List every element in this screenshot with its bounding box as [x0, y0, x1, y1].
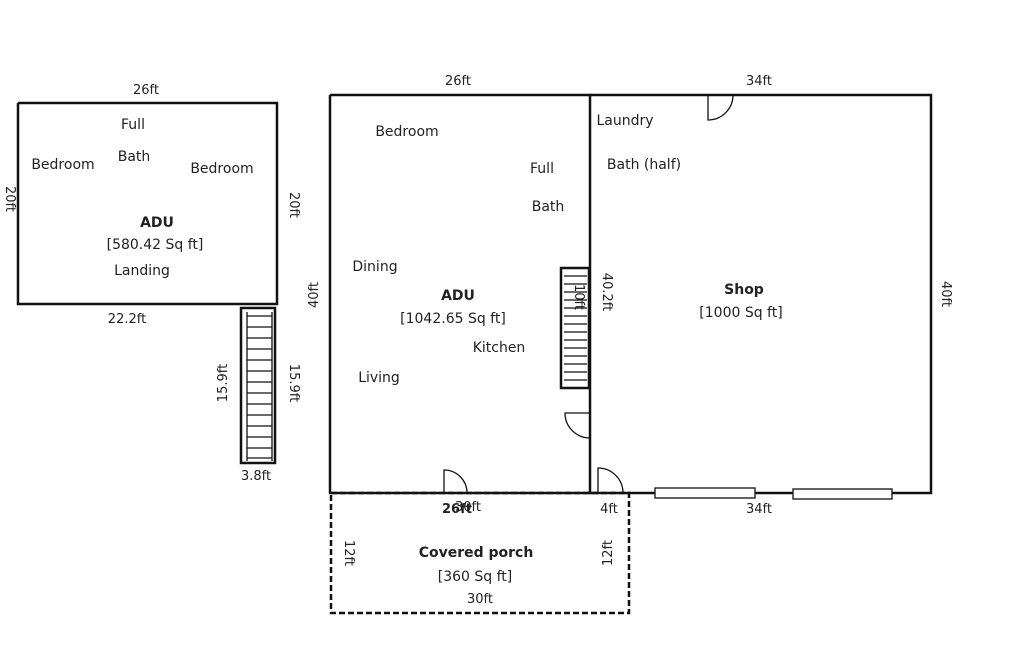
interior-stair — [559, 266, 591, 390]
upper-adu-title: ADU — [140, 215, 174, 231]
stair-dim-right: 15.9ft — [286, 364, 301, 402]
interior-stair-treads — [564, 275, 587, 381]
covered-porch: 30ft 26ft 12ft 12ft Covered porch [360 S… — [329, 491, 631, 615]
shop-dim-bottom: 34ft — [746, 502, 772, 517]
shop-door-right — [792, 488, 893, 500]
porch-outline — [329, 491, 631, 615]
shop-dim-door-gap: 4ft — [600, 502, 618, 517]
exterior-stair — [239, 306, 277, 465]
room-label-laundry: Laundry — [596, 113, 653, 129]
room-label-bedroom-right: Bedroom — [190, 161, 253, 177]
shop-walls — [590, 93, 933, 495]
upper-adu: 26ft 20ft 20ft 22.2ft 15.9ft 15.9ft 3.8f… — [2, 83, 301, 484]
porch-title: Covered porch — [419, 545, 534, 561]
upper-adu-dim-bottom: 22.2ft — [108, 312, 146, 327]
upper-adu-dim-left: 20ft — [2, 186, 17, 212]
room-label-landing: Landing — [114, 263, 170, 279]
stair-dim-bottom: 3.8ft — [241, 469, 271, 484]
porch-area: [360 Sq ft] — [438, 569, 513, 585]
shop-door-left — [654, 487, 756, 499]
main-adu-area: [1042.65 Sq ft] — [400, 311, 506, 327]
room-label-full-bath-1: Full — [530, 161, 554, 177]
porch-dim-bottom: 30ft — [467, 592, 493, 607]
room-label-bath: Bath — [118, 149, 151, 165]
room-label-living: Living — [358, 370, 400, 386]
door-swing-laundry — [707, 94, 734, 121]
room-label-kitchen: Kitchen — [473, 340, 526, 356]
main-adu-dim-right: 40.2ft — [599, 273, 614, 311]
main-adu: 26ft 40ft 40.2ft 10ft Bedroom Full Bath … — [307, 74, 614, 495]
stair-dim-left: 15.9ft — [216, 364, 231, 402]
room-label-half-bath: Bath (half) — [607, 157, 681, 173]
porch-dim-left: 12ft — [341, 540, 356, 566]
porch-dim-right: 12ft — [601, 540, 616, 566]
main-adu-dim-left: 40ft — [307, 282, 322, 308]
exterior-stair-treads — [246, 312, 273, 461]
upper-adu-dim-top: 26ft — [133, 83, 159, 98]
main-adu-dim-top: 26ft — [445, 74, 471, 89]
upper-adu-area: [580.42 Sq ft] — [107, 237, 204, 253]
shop-dim-right: 40ft — [938, 281, 953, 307]
room-label-full: Full — [121, 117, 145, 133]
door-swing-shop-entry — [597, 467, 624, 494]
door-swing-adu-entry — [443, 469, 468, 494]
door-swing-adu-interior — [564, 412, 591, 439]
room-label-dining: Dining — [352, 259, 397, 275]
shop-title: Shop — [724, 282, 764, 298]
room-label-full-bath-2: Bath — [532, 199, 565, 215]
main-adu-dim-bottom: 26ft — [442, 502, 472, 517]
shop-area: [1000 Sq ft] — [699, 305, 782, 321]
shop: 34ft 40ft 34ft 4ft Laundry Bath (half) S… — [590, 74, 953, 517]
room-label-bedroom: Bedroom — [375, 124, 438, 140]
upper-adu-dim-right: 20ft — [286, 192, 301, 218]
main-adu-title: ADU — [441, 288, 475, 304]
stair-dim: 10ft — [571, 284, 586, 310]
room-label-bedroom-left: Bedroom — [31, 157, 94, 173]
porch-dim-top-overlap: 30ft — [455, 500, 481, 515]
upper-adu-walls — [16, 101, 279, 306]
shop-dim-top: 34ft — [746, 74, 772, 89]
